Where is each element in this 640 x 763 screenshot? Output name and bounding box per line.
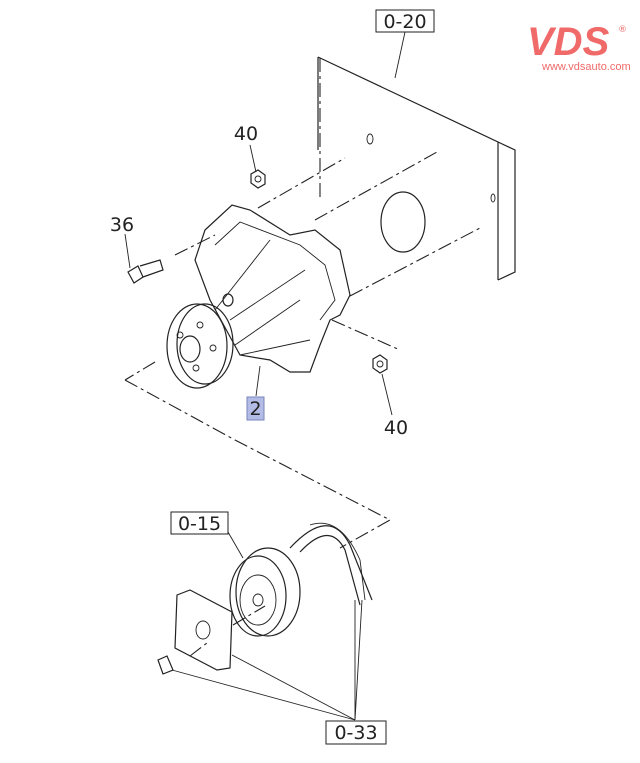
nut-40-bottom (372, 354, 388, 374)
assembly-axes (124, 58, 481, 657)
logo-url: www.vdsauto.com (541, 61, 631, 73)
engine-plate (317, 56, 516, 281)
logo-brand: VDS (527, 20, 610, 64)
pulley (229, 547, 301, 637)
callout-40-bottom[interactable]: 40 (384, 417, 408, 439)
callout-0-20[interactable]: 0-20 (375, 9, 435, 33)
drive-belt (289, 522, 373, 606)
adapter-plate (157, 589, 233, 675)
callout-0-15[interactable]: 0-15 (170, 511, 229, 535)
vds-logo: VDS ® www.vdsauto.com (527, 20, 631, 73)
bolt-36 (127, 259, 164, 284)
nut-40-top (250, 169, 266, 189)
callout-40-top[interactable]: 40 (234, 123, 258, 145)
callout-label: 0-20 (383, 11, 426, 33)
callout-36[interactable]: 36 (110, 214, 134, 236)
callout-label: 0-15 (178, 513, 221, 535)
leader-lines (124, 31, 406, 721)
callout-label: 2 (249, 398, 261, 420)
water-pump (166, 204, 351, 389)
callout-2-water-pump[interactable]: 2 (246, 396, 265, 421)
callout-0-33[interactable]: 0-33 (325, 720, 387, 745)
logo-registered: ® (618, 25, 627, 35)
callout-label: 0-33 (334, 722, 377, 744)
